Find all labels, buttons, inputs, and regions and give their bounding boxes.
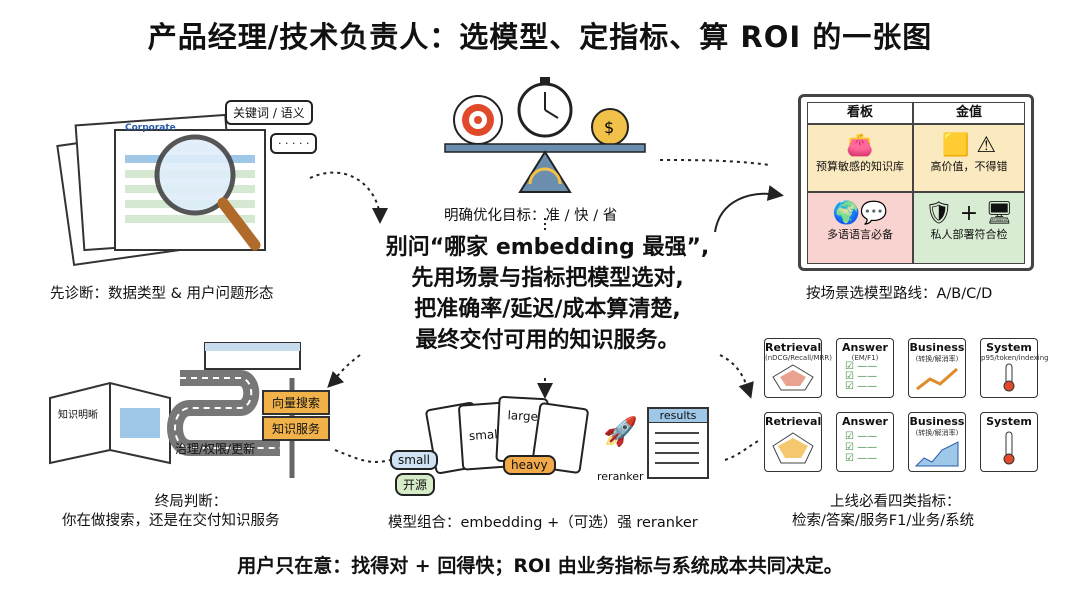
metric-answer-1: Answer (EM/F1) ☑ ——☑ ——☑ —— bbox=[836, 338, 894, 398]
pill-open-source: 开源 bbox=[395, 473, 436, 496]
sign-vector-search: 向量搜索 bbox=[262, 390, 331, 415]
svg-text:$: $ bbox=[604, 118, 614, 137]
route-a-label: 预算敏感的知识库 bbox=[816, 160, 904, 173]
checklist-icon-2: ☑ ——☑ ——☑ —— bbox=[845, 431, 878, 464]
combo-illustration: small large heavy small 开源 🚀 reranker re… bbox=[385, 395, 715, 505]
pill-heavy: heavy bbox=[503, 455, 556, 475]
combo-caption: 模型组合：embedding +（可选）强 reranker bbox=[388, 515, 698, 531]
arrow-combo-metrics bbox=[724, 439, 761, 461]
metric-business-2-title: Business bbox=[909, 415, 965, 428]
metric-business-2: Business (转换/解消率) bbox=[908, 412, 966, 472]
routes-caption: 按场景选模型路线：A/B/C/D bbox=[806, 286, 993, 302]
doc-label: Corporate bbox=[125, 123, 176, 133]
results-panel: results bbox=[647, 407, 709, 479]
metric-retrieval-2-title: Retrieval bbox=[765, 415, 822, 428]
optimize-caption: 明确优化目标：准 / 快 / 省 bbox=[444, 208, 618, 224]
road-label: 治理/权限/更新 bbox=[175, 442, 256, 456]
sign-knowledge-service: 知识服务 bbox=[262, 416, 331, 441]
route-d-label: 私人部署符合检 bbox=[930, 228, 1008, 241]
center-message: 别问“哪家 embedding 最强”, 先用场景与指标把模型选对, 把准确率/… bbox=[355, 232, 740, 356]
route-b: 🟨 ⚠ 高价值，不得错 bbox=[913, 124, 1025, 192]
metric-answer-1-title: Answer bbox=[842, 341, 888, 354]
arrow-metrics bbox=[719, 354, 754, 399]
center-line-2: 先用场景与指标把模型选对, bbox=[411, 266, 684, 291]
metric-system-1: System p95/token/indexing bbox=[980, 338, 1049, 398]
center-line-1: 别问“哪家 embedding 最强”, bbox=[385, 235, 710, 260]
book-label: 知识明晰 bbox=[58, 410, 98, 421]
pill-small: small bbox=[390, 450, 438, 470]
footer-summary: 用户只在意：找得对 + 回得快；ROI 由业务指标与系统成本共同决定。 bbox=[237, 555, 843, 577]
metric-business-2-sub: (转换/解消率) bbox=[915, 429, 959, 437]
area-chart-icon bbox=[914, 441, 959, 467]
center-line-3: 把准确率/延迟/成本算清楚, bbox=[414, 297, 681, 322]
gold-warning-icon: 🟨 ⚠ bbox=[941, 133, 997, 158]
arrow-routes bbox=[714, 185, 784, 233]
globe-chat-icon: 🌍💬 bbox=[832, 201, 888, 226]
checklist-icon: ☑ ——☑ ——☑ —— bbox=[845, 361, 878, 392]
route-d: 🛡 + 🖥 私人部署符合检 bbox=[913, 192, 1025, 264]
wallet-icon: 👛 bbox=[846, 133, 874, 158]
metrics-caption-2: 检索/答案/服务F1/业务/系统 bbox=[792, 513, 975, 529]
metric-retrieval-2: Retrieval bbox=[764, 412, 822, 472]
metric-business-1-sub: (转换/解消率) bbox=[915, 355, 959, 363]
metric-answer-1-sub: (EM/F1) bbox=[851, 354, 879, 362]
endgame-caption-2: 你在做搜索，还是在交付知识服务 bbox=[62, 513, 280, 529]
reranker-label: reranker bbox=[597, 470, 644, 483]
metric-system-2-title: System bbox=[986, 415, 1032, 428]
thermometer-icon bbox=[1003, 363, 1015, 392]
optimize-illustration: $ bbox=[440, 72, 650, 202]
metric-retrieval-1-sub: (nDCG/Recall/MRR) bbox=[765, 354, 832, 362]
metric-retrieval-1-title: Retrieval bbox=[765, 341, 822, 354]
trend-up-icon bbox=[916, 367, 958, 391]
page-title: 产品经理/技术负责人：选模型、定指标、算 ROI 的一张图 bbox=[147, 20, 933, 54]
arrow-endgame-combo bbox=[334, 449, 391, 463]
board-head-left: 看板 bbox=[807, 102, 913, 124]
metric-system-1-title: System bbox=[986, 341, 1032, 354]
arrow-optimize bbox=[659, 159, 771, 166]
routes-board: 看板 金值 👛 预算敏感的知识库 🟨 ⚠ 高价值，不得错 🌍💬 多语语言必备 🛡… bbox=[798, 94, 1034, 271]
metric-business-1-title: Business bbox=[909, 341, 965, 354]
diagnose-caption: 先诊断：数据类型 & 用户问题形态 bbox=[50, 286, 274, 302]
rocket-icon: 🚀 bbox=[603, 415, 638, 448]
route-c: 🌍💬 多语语言必备 bbox=[807, 192, 913, 264]
shield-server-icon: 🛡 + 🖥 bbox=[924, 201, 1014, 226]
metric-system-1-sub: p95/token/indexing bbox=[981, 354, 1049, 362]
metric-business-1: Business (转换/解消率) bbox=[908, 338, 966, 398]
diagnose-illustration: Corporate 关键词 / 语义 · · · · · bbox=[55, 95, 325, 275]
endgame-caption-1: 终局判断： bbox=[154, 494, 228, 510]
metric-retrieval-1: Retrieval (nDCG/Recall/MRR) bbox=[764, 338, 832, 398]
metric-system-2: System bbox=[980, 412, 1038, 472]
route-c-label: 多语语言必备 bbox=[827, 228, 893, 241]
center-line-4: 最终交付可用的知识服务。 bbox=[415, 328, 680, 353]
route-a: 👛 预算敏感的知识库 bbox=[807, 124, 913, 192]
metrics-grid: Retrieval (nDCG/Recall/MRR) Answer (EM/F… bbox=[764, 338, 1049, 483]
thermometer-icon-2 bbox=[1003, 431, 1015, 465]
keyword-semantic-bubble: 关键词 / 语义 bbox=[225, 100, 313, 125]
ellipsis-bubble: · · · · · bbox=[270, 133, 318, 154]
route-b-label: 高价值，不得错 bbox=[930, 160, 1008, 173]
metric-answer-2-title: Answer bbox=[842, 415, 888, 428]
endgame-illustration: 知识明晰 向量搜索 知识服务 治理/权限/更新 bbox=[40, 338, 340, 483]
metric-answer-2: Answer ☑ ——☑ ——☑ —— bbox=[836, 412, 894, 472]
results-title: results bbox=[649, 409, 707, 423]
metrics-caption-1: 上线必看四类指标： bbox=[830, 494, 961, 510]
board-head-right: 金值 bbox=[913, 102, 1025, 124]
